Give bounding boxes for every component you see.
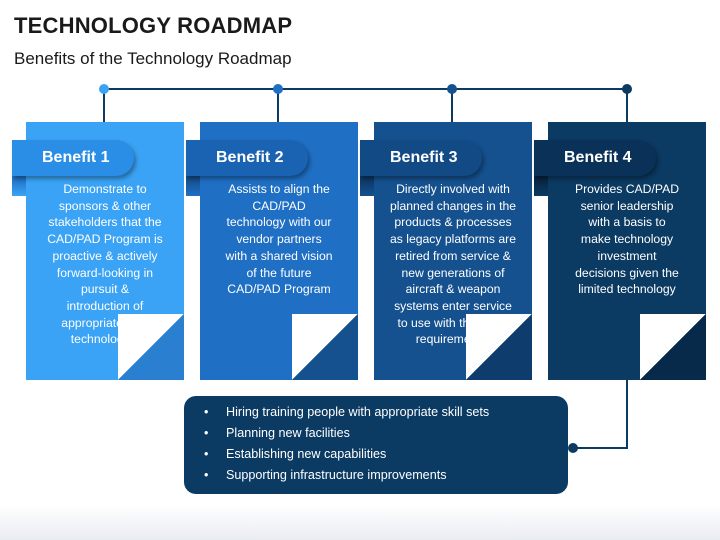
benefit-tab-4: Benefit 4 bbox=[534, 140, 656, 176]
tab-fold-shape bbox=[12, 176, 26, 196]
benefit-text-line: Directly involved with bbox=[396, 182, 510, 196]
benefit-tab-3: Benefit 3 bbox=[360, 140, 482, 176]
benefit-text-line: pursuit & bbox=[80, 282, 130, 297]
benefit-text-line: retired from service & bbox=[395, 248, 511, 263]
benefit-text-line: Provides CAD/PAD bbox=[574, 182, 680, 196]
benefit-text-line: Demonstrate to bbox=[63, 182, 147, 196]
bullet-item: Supporting infrastructure improvements bbox=[204, 465, 568, 486]
benefit-text-line: new generations of bbox=[401, 265, 505, 280]
benefit-text-line: forward-looking in bbox=[56, 265, 154, 280]
benefit-text-line: stakeholders that the bbox=[48, 215, 162, 230]
benefit-text-line: to use with their new bbox=[397, 315, 509, 330]
tab-fold-shape bbox=[534, 176, 548, 196]
page-subtitle: Benefits of the Technology Roadmap bbox=[14, 49, 292, 68]
benefit-tab-1: Benefit 1 bbox=[12, 140, 134, 176]
benefit-text-line: CAD/PAD bbox=[252, 198, 306, 213]
page-fold-shape bbox=[640, 314, 706, 380]
benefit-text-line: senior leadership bbox=[580, 198, 674, 213]
bullet-list: Hiring training people with appropriate … bbox=[184, 402, 568, 486]
benefit-text-line: technologies bbox=[70, 332, 140, 347]
bottom-connector-node bbox=[568, 443, 578, 453]
benefit-text-1: Demonstrate to sponsors & other stakehol… bbox=[35, 181, 175, 348]
bottom-gradient-band bbox=[0, 505, 720, 540]
connector-node-4 bbox=[622, 84, 632, 94]
page-title: TECHNOLOGY ROADMAP bbox=[14, 13, 293, 38]
benefit-text-line: proactive & actively bbox=[52, 248, 158, 263]
tab-fold-shape bbox=[186, 176, 200, 196]
page-fold-shape bbox=[466, 314, 532, 380]
benefit-text-line: decisions given the bbox=[575, 265, 679, 280]
benefit-text-line: with a basis to bbox=[588, 215, 666, 230]
page-fold-shape bbox=[118, 314, 184, 380]
benefit-text-line: sponsors & other bbox=[58, 198, 152, 213]
benefit-text-line: Assists to align the bbox=[228, 182, 330, 196]
benefit-text-line: products & processes bbox=[394, 215, 512, 230]
benefit-text-line: of the future bbox=[246, 265, 312, 280]
bullet-item: Planning new facilities bbox=[204, 423, 568, 444]
benefit-text-line: appropriate new bbox=[61, 315, 149, 330]
connector-node-3 bbox=[447, 84, 457, 94]
benefit-text-line: planned changes in the bbox=[389, 198, 517, 213]
connector-node-2 bbox=[273, 84, 283, 94]
benefit-text-line: with a shared vision bbox=[225, 248, 333, 263]
bullet-item: Establishing new capabilities bbox=[204, 444, 568, 465]
benefit-text-line: as legacy platforms are bbox=[390, 232, 516, 247]
bullet-item: Hiring training people with appropriate … bbox=[204, 402, 568, 423]
benefit-tab-2: Benefit 2 bbox=[186, 140, 308, 176]
benefit-text-2: Assists to align the CAD/PAD technology … bbox=[209, 181, 349, 298]
benefit-text-line: technology with our bbox=[226, 215, 332, 230]
benefit-text-line: make technology bbox=[580, 232, 674, 247]
benefit-text-line: CAD/PAD Program bbox=[227, 282, 331, 297]
connector-node-1 bbox=[99, 84, 109, 94]
benefit-text-line: investment bbox=[597, 248, 657, 263]
bottom-connector-line bbox=[573, 380, 628, 449]
benefit-text-line: vendor partners bbox=[236, 232, 322, 247]
benefit-text-line: aircraft & weapon bbox=[405, 282, 501, 297]
benefit-text-4: Provides CAD/PAD senior leadership with … bbox=[557, 181, 697, 298]
benefit-text-line: limited technology bbox=[578, 282, 676, 297]
benefit-text-line: requirements. bbox=[415, 332, 491, 347]
benefit-text-line: CAD/PAD Program is bbox=[47, 232, 163, 247]
tab-fold-shape bbox=[360, 176, 374, 196]
benefit-text-line: introduction of bbox=[66, 298, 144, 313]
page-fold-shape bbox=[292, 314, 358, 380]
benefit-text-3: Directly involved with planned changes i… bbox=[382, 181, 524, 348]
benefit-text-line: systems enter service bbox=[394, 298, 512, 313]
bullet-panel: Hiring training people with appropriate … bbox=[184, 396, 568, 494]
